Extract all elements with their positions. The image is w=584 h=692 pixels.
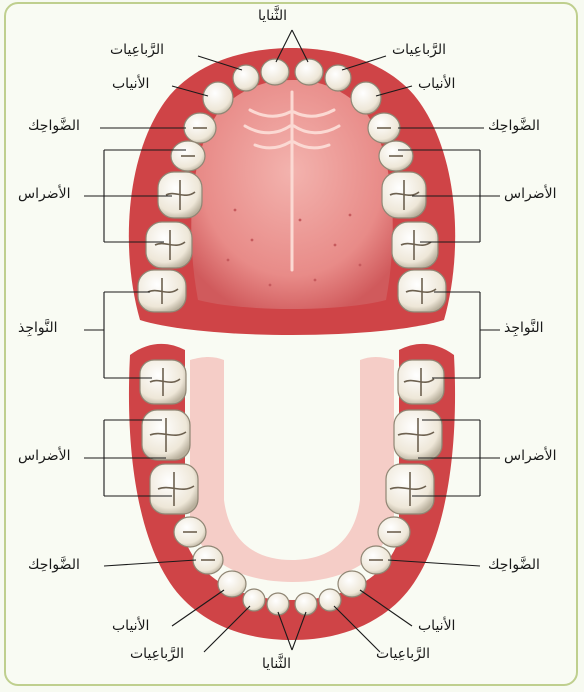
label-top-lateral-right: الرَّباعِيات [392,42,446,58]
label-top-wisdom-left: النَّواجِذ [18,320,58,336]
lower-central-right [295,593,317,615]
lower-central-left [267,593,289,615]
label-bottom-molar-right: الأضراس [504,448,556,464]
label-bottom-premolar-left: الضَّواحِك [28,557,80,573]
label-top-canine-left: الأنياب [112,76,149,92]
label-bottom-central: الثَّنايا [262,656,291,672]
label-bottom-premolar-right: الضَّواحِك [488,557,540,573]
label-top-canine-right: الأنياب [418,76,455,92]
label-top-premolar-right: الضَّواحِك [488,118,540,134]
label-top-molar-right: الأضراس [504,186,556,202]
label-top-lateral-left: الرَّباعِيات [110,42,164,58]
lower-gum-inner [190,357,394,582]
label-top-premolar-left: الضَّواحِك [28,118,80,134]
upper-central-right [295,59,323,85]
label-bottom-canine-left: الأنياب [112,618,149,634]
label-bottom-lateral-left: الرَّباعِيات [130,646,184,662]
label-bottom-canine-right: الأنياب [418,618,455,634]
label-top-molar-left: الأضراس [18,186,70,202]
upper-canine-right [351,82,381,114]
lower-lateral-left [243,589,265,611]
upper-central-left [261,59,289,85]
upper-canine-left [203,82,233,114]
label-bottom-lateral-right: الرَّباعِيات [376,646,430,662]
lower-canine-right [338,571,366,597]
label-bottom-molar-left: الأضراس [18,448,70,464]
lower-canine-left [218,571,246,597]
label-top-central: الثَّنايا [258,8,287,24]
label-top-wisdom-right: النَّواجِذ [504,320,544,336]
lower-lateral-right [319,589,341,611]
